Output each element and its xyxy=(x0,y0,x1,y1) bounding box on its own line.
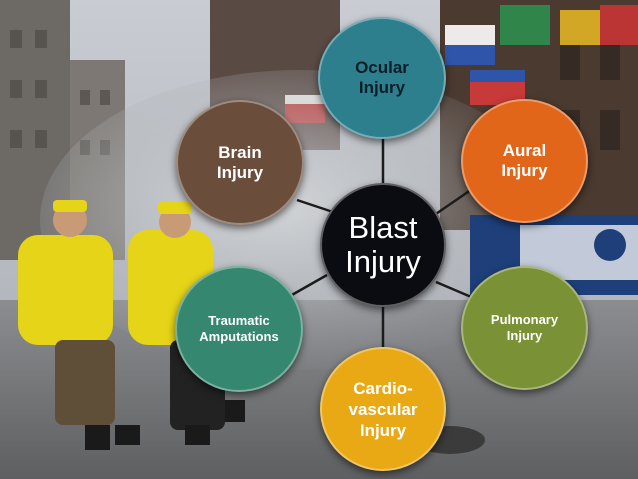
node-ocular-injury: Ocular Injury xyxy=(318,17,446,139)
node-aural-injury: Aural Injury xyxy=(461,99,588,223)
cardiovascular-injury-label: Cardio- vascular Injury xyxy=(348,378,418,440)
traumatic-amputations-label: Traumatic Amputations xyxy=(199,313,279,344)
node-cardiovascular-injury: Cardio- vascular Injury xyxy=(320,347,446,471)
pulmonary-injury-label: Pulmonary Injury xyxy=(490,312,559,343)
node-blast-injury-center: Blast Injury xyxy=(320,183,446,307)
node-pulmonary-injury: Pulmonary Injury xyxy=(461,266,588,390)
node-traumatic-amputations: Traumatic Amputations xyxy=(175,266,303,392)
aural-injury-label: Aural Injury xyxy=(501,141,548,180)
ocular-injury-label: Ocular Injury xyxy=(355,58,409,97)
blast-injury-label: Blast Injury xyxy=(345,210,421,279)
brain-injury-label: Brain Injury xyxy=(216,142,264,182)
node-brain-injury: Brain Injury xyxy=(176,100,304,225)
